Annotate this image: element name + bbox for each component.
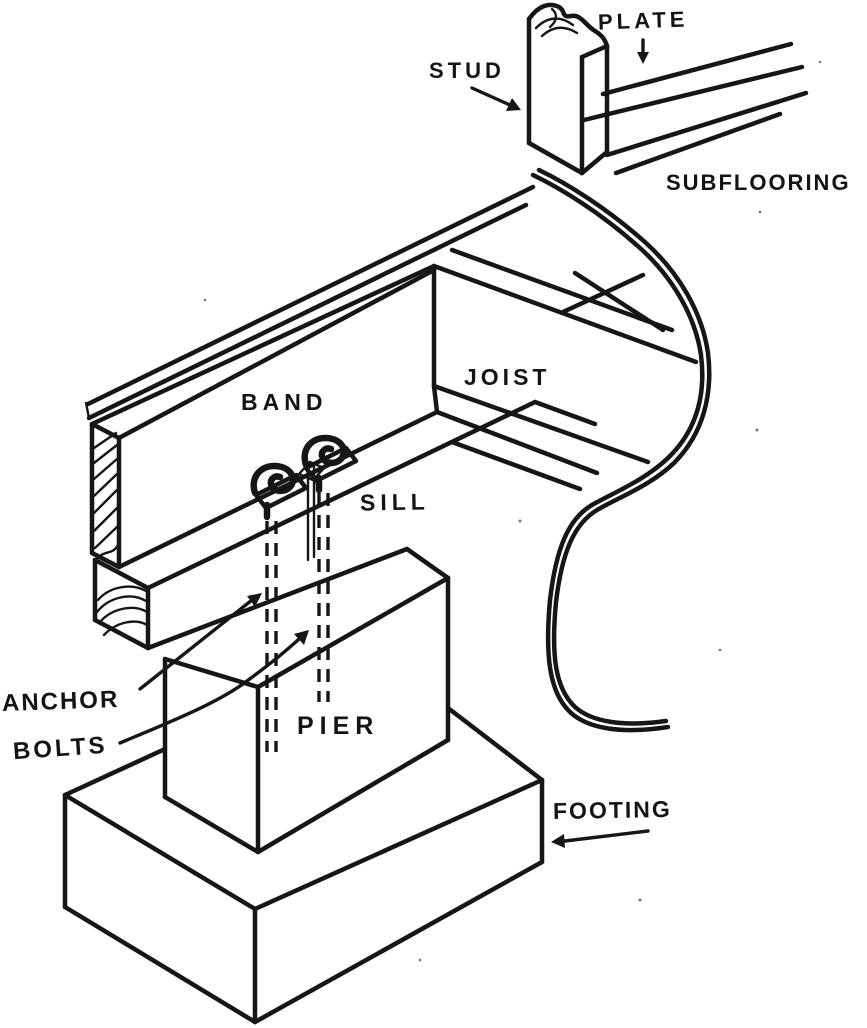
break-curve [530, 167, 712, 733]
scan-speckles [203, 60, 822, 962]
joist-bridging [560, 270, 666, 333]
joist-shapes [431, 247, 699, 465]
footing-arrow [551, 829, 650, 848]
anchor-bolt-left [250, 462, 309, 752]
footing-shape [62, 705, 545, 1025]
label-subflooring: SUBFLOORING [666, 170, 851, 195]
anchor-bolts-arrow-lower [118, 630, 309, 745]
label-plate: PLATE [597, 6, 689, 35]
band-end-grain [92, 431, 120, 562]
anchor-bolts-arrow-upper [138, 593, 262, 691]
anchor-bolt-right [301, 434, 359, 702]
subflooring-lines [84, 90, 809, 421]
label-footing: FOOTING [552, 795, 672, 825]
label-pier: PIER [297, 712, 380, 740]
label-anchor-bolts-line1: ANCHOR [1, 685, 120, 718]
label-sill: SILL [359, 488, 431, 516]
band-shape [89, 263, 440, 570]
pier-shape [162, 546, 451, 855]
stud-arrow [470, 86, 521, 111]
plate-lines [581, 41, 805, 123]
sill-end-grain [95, 585, 149, 637]
label-joist: JOIST [464, 364, 551, 390]
label-stud: STUD [429, 58, 505, 83]
label-arrows [118, 38, 650, 848]
sill-shape [92, 383, 600, 651]
label-band: BAND [241, 389, 328, 415]
plate-arrow [637, 38, 649, 64]
stud-shape [526, 2, 610, 176]
